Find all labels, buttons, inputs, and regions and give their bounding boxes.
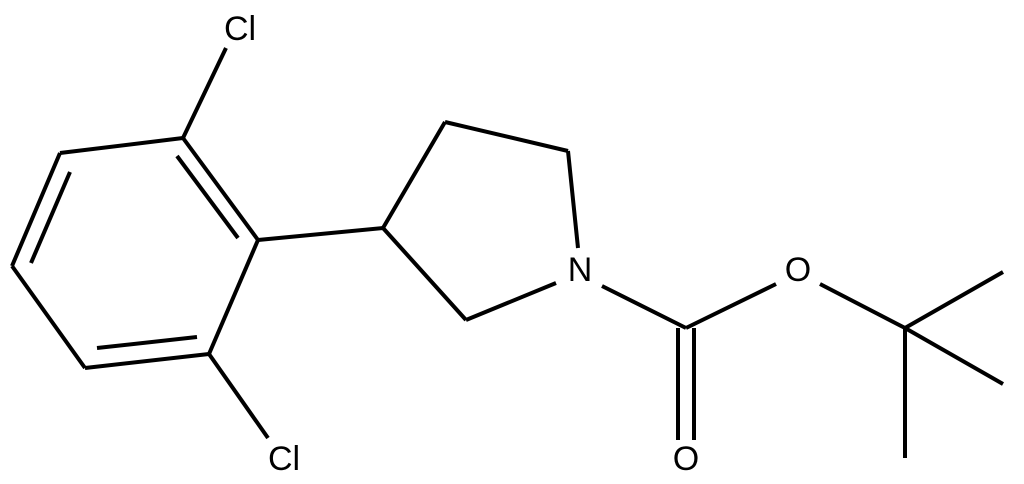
- bond-ester-o-quaternary-c: [819, 282, 906, 330]
- atom-cl-top: Cl: [224, 10, 256, 48]
- atom-ester-oxygen: O: [785, 251, 811, 289]
- bond-c3-c4: [10, 152, 62, 267]
- bond-c2-cl-top: [181, 47, 228, 139]
- bond-carbonyl-c-ester-o: [685, 282, 777, 330]
- bond-n-c2p: [465, 281, 557, 322]
- benzene-ring: [10, 136, 260, 370]
- bond-quaternary-c-methyl-right: [904, 326, 1004, 386]
- bond-c3p-c4p: [381, 120, 447, 230]
- double-bond-inner-c3-c4: [29, 171, 72, 264]
- bond-c4-c5: [10, 264, 87, 370]
- atom-carbonyl-oxygen: O: [673, 440, 699, 478]
- bond-aryl-pyrrolidine: [257, 226, 384, 242]
- atom-nitrogen: N: [568, 251, 593, 289]
- bond-quaternary-c-methyl-top: [904, 270, 1004, 330]
- bond-c6-cl-bottom: [207, 352, 270, 440]
- boc-group: [601, 270, 1004, 458]
- bond-n-carbonyl-c: [601, 284, 687, 330]
- double-bond-inner-c5-c6: [96, 335, 198, 350]
- double-bond-inner-c1-c2: [175, 154, 240, 240]
- atom-cl-bottom: Cl: [268, 440, 300, 478]
- bond-c4p-c5p: [444, 120, 569, 153]
- pyrrolidine-ring: [381, 120, 580, 322]
- bond-c1-c2: [181, 136, 260, 242]
- bond-c6-c1: [207, 239, 260, 355]
- bond-c5p-n: [566, 150, 580, 249]
- bond-c5-c6: [84, 352, 210, 370]
- bond-c2-c3: [59, 136, 184, 155]
- bond-c2p-c3p: [381, 226, 468, 322]
